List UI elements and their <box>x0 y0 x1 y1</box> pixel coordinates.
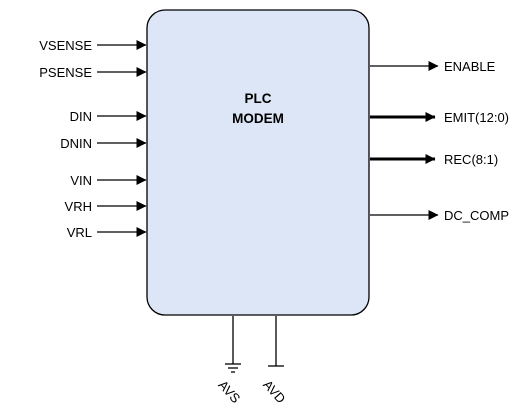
ground-icon <box>225 363 241 373</box>
input-label-vsense: VSENSE <box>39 38 92 53</box>
block-title-line2: MODEM <box>232 111 284 126</box>
plc-modem-block <box>146 9 370 316</box>
output-label-enable: ENABLE <box>444 59 496 74</box>
power-pins: AVS AVD <box>215 316 289 406</box>
output-signals: ENABLE EMIT(12:0) REC(8:1) DC_COMP <box>370 59 509 223</box>
avd-label: AVD <box>260 377 288 406</box>
input-label-dnin: DNIN <box>60 136 92 151</box>
input-label-vrl: VRL <box>67 225 92 240</box>
block-title-line1: PLC <box>245 91 272 106</box>
input-label-vin: VIN <box>70 173 92 188</box>
input-label-psense: PSENSE <box>39 65 92 80</box>
input-label-din: DIN <box>70 109 92 124</box>
input-signals: VSENSE PSENSE DIN DNIN VIN VRH VRL <box>39 38 147 240</box>
output-label-dc-comp: DC_COMP <box>444 208 509 223</box>
output-label-emit: EMIT(12:0) <box>444 110 509 125</box>
input-label-vrh: VRH <box>65 199 92 214</box>
output-label-rec: REC(8:1) <box>444 152 498 167</box>
avs-label: AVS <box>215 377 243 406</box>
